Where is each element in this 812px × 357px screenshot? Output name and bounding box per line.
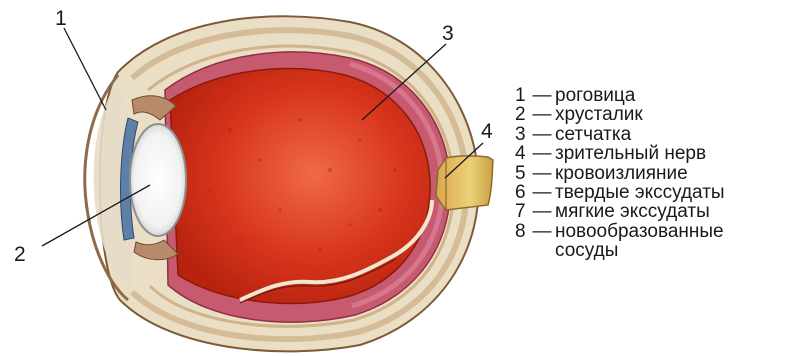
optic-nerve: [436, 156, 493, 210]
legend-dash: —: [529, 202, 555, 221]
legend-dash: —: [529, 144, 555, 163]
legend-item: 5—кровоизлияние: [515, 164, 789, 183]
legend-list: 1—роговица 2—хрусталик 3—сетчатка 4—зрит…: [515, 86, 789, 261]
legend-item: 3—сетчатка: [515, 125, 789, 144]
legend-dash: —: [529, 105, 555, 124]
legend-number: 7: [515, 202, 529, 221]
callout-3: 3: [442, 22, 454, 45]
legend-item: 8—новообразованные сосуды: [515, 222, 789, 261]
callout-4: 4: [481, 120, 493, 143]
callout-2: 2: [14, 243, 26, 266]
legend-number: 1: [515, 86, 529, 105]
legend-label: хрусталик: [555, 105, 789, 124]
legend-label: мягкие экссудаты: [555, 202, 789, 221]
legend-dash: —: [529, 183, 555, 202]
legend-item: 4—зрительный нерв: [515, 144, 789, 163]
legend-number: 5: [515, 164, 529, 183]
legend-dash: —: [529, 125, 555, 144]
legend-number: 4: [515, 144, 529, 163]
callout-1: 1: [55, 7, 67, 30]
legend-label: новообразованные сосуды: [555, 222, 789, 261]
legend-item: 2—хрусталик: [515, 105, 789, 124]
legend-label: твердые экссудаты: [555, 183, 789, 202]
legend-number: 6: [515, 183, 529, 202]
legend-label: зрительный нерв: [555, 144, 789, 163]
vitreous-body: [170, 69, 430, 304]
legend-number: 3: [515, 125, 529, 144]
legend-dash: —: [529, 164, 555, 183]
legend-dash: —: [529, 86, 555, 105]
leader-line-1: [64, 28, 106, 110]
legend-item: 6—твердые экссудаты: [515, 183, 789, 202]
legend-label: роговица: [555, 86, 789, 105]
lens: [130, 124, 186, 236]
legend-item: 7—мягкие экссудаты: [515, 202, 789, 221]
legend-dash: —: [529, 222, 555, 261]
legend-number: 2: [515, 105, 529, 124]
legend-label: сетчатка: [555, 125, 789, 144]
legend-item: 1—роговица: [515, 86, 789, 105]
legend-label: кровоизлияние: [555, 164, 789, 183]
legend-number: 8: [515, 222, 529, 261]
